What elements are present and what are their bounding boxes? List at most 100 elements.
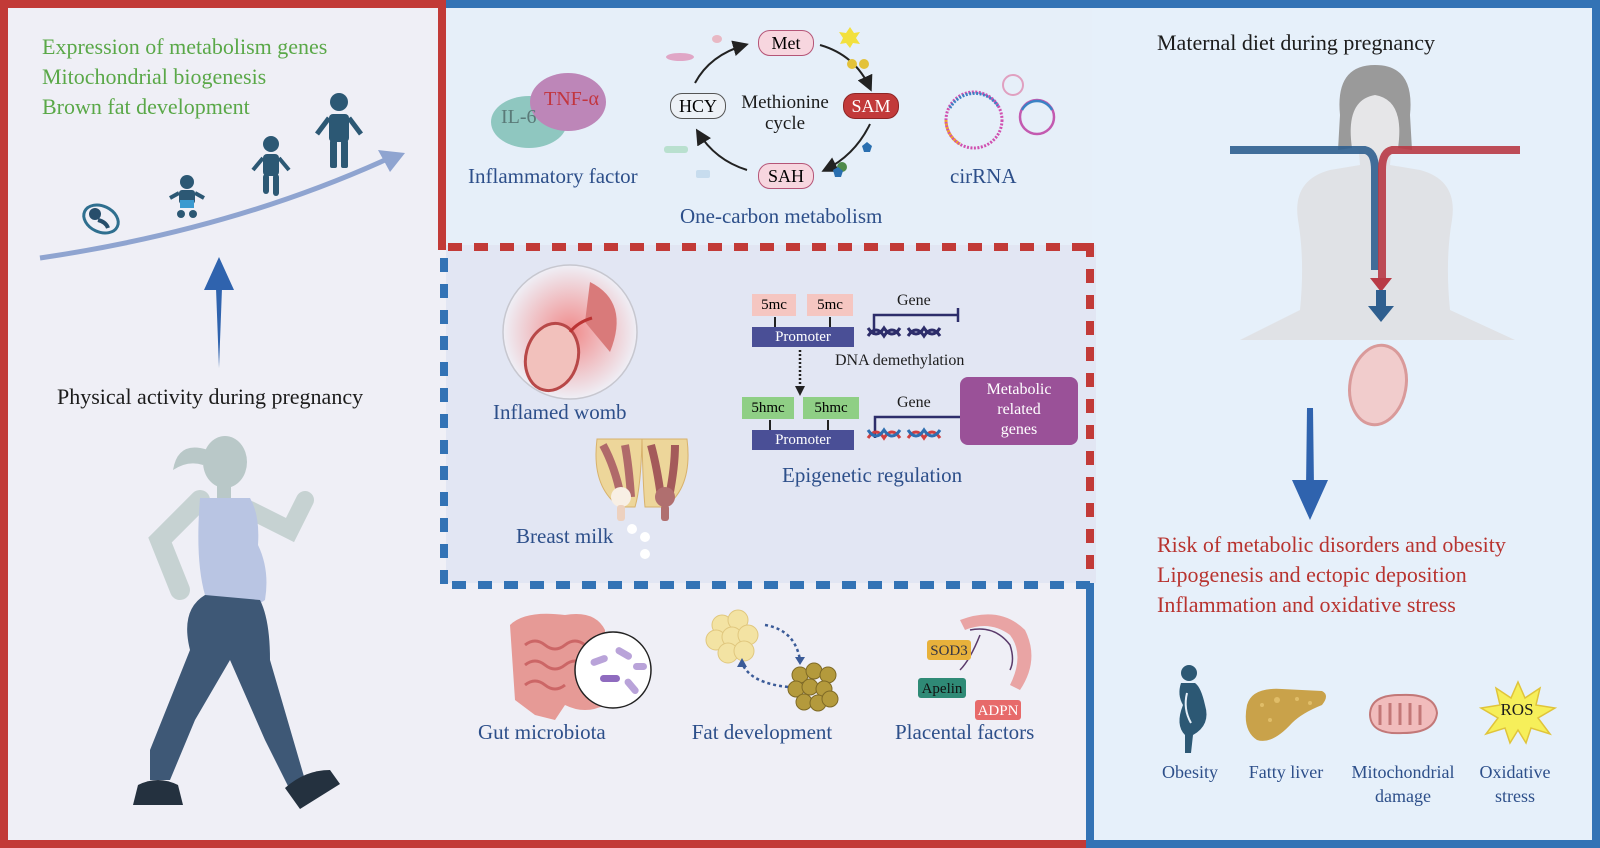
red-dashed-right: [1086, 243, 1094, 579]
breast-milk-label: Breast milk: [516, 524, 614, 548]
methyl-mark-5mc: 5mc: [807, 294, 853, 316]
diet-blue-arrowhead: [1368, 306, 1394, 322]
fat-development-label: Fat development: [691, 720, 833, 744]
water-chip: [696, 170, 710, 178]
risk-item: Lipogenesis and ectopic deposition: [1157, 562, 1467, 587]
outcome-obesity: Obesity: [1150, 760, 1230, 784]
epigenetic-connectors: [769, 308, 972, 441]
cofactor-chip: [712, 35, 722, 43]
breast-milk-icon: [595, 438, 689, 559]
adenosine-chip: [664, 146, 688, 153]
promoter-block-methylated: Promoter: [752, 327, 854, 347]
growth-arrowhead: [378, 150, 405, 172]
outcome-line: Obesity: [1162, 762, 1218, 782]
inflamed-womb-label: Inflamed womb: [493, 400, 627, 424]
maternal-diet-title: Maternal diet during pregnancy: [1157, 30, 1435, 55]
red-dashed-top: [448, 243, 1096, 251]
mitochondria-damage-icon: [1368, 693, 1439, 735]
gut-microbiota-label: Gut microbiota: [478, 720, 606, 744]
red-border-left: [0, 0, 8, 848]
outcome-line: Oxidative: [1479, 762, 1551, 782]
methionine-cycle-center-label: Methionine cycle: [735, 92, 835, 134]
one-carbon-metabolism-label: One-carbon metabolism: [680, 204, 883, 228]
target-box-line: Metabolic: [986, 381, 1052, 398]
methyl-mark-5mc: 5mc: [752, 294, 796, 316]
sah-node: SAH: [758, 163, 814, 189]
blue-border-top: [446, 0, 1600, 8]
tnf-ellipse: [530, 73, 606, 131]
benefit-item: Mitochondrial biogenesis: [42, 64, 267, 89]
blue-dashed-bottom: [452, 581, 1092, 589]
sod3-chip: SOD3: [927, 640, 971, 660]
red-border-top: [0, 0, 446, 8]
fatty-liver-icon: [1245, 688, 1326, 741]
blue-border-right: [1592, 0, 1600, 848]
fat-development-icon: [705, 609, 839, 712]
acceptor-product-icon: [833, 167, 843, 177]
outcome-mitochondrial-damage: Mitochondrial damage: [1338, 760, 1468, 808]
methionine-cycle-arrows: [664, 27, 873, 178]
inflamed-womb-icon: [502, 264, 638, 400]
tnf-alpha-label: TNF-α: [544, 88, 599, 110]
risk-item: Inflammation and oxidative stress: [1157, 592, 1456, 617]
fetus-in-womb-icon: [1348, 343, 1408, 427]
diet-red-arrowhead: [1370, 278, 1392, 292]
dna-strand-active-icon: [866, 427, 942, 441]
dotted-arrow-back: [740, 662, 789, 689]
hydroxymethyl-mark-5hmc: 5hmc: [742, 397, 794, 419]
pregnant-walker-icon: [133, 436, 340, 809]
child-icon: [251, 136, 291, 196]
maternal-body-icon: [1230, 65, 1520, 427]
placental-factors-label: Placental factors: [895, 720, 1035, 744]
hydroxymethyl-mark-5hmc: 5hmc: [803, 397, 859, 419]
dna-strand-icon: [866, 325, 942, 339]
down-arrow-icon: [1292, 408, 1328, 520]
outcome-line: Fatty liver: [1248, 762, 1324, 782]
arrow-sah-to-hcy: [695, 128, 748, 171]
growth-arrow: [39, 93, 405, 368]
arrow-hcy-to-met: [694, 40, 749, 84]
blue-dashed-left: [440, 258, 448, 588]
gene-label-active: Gene: [897, 394, 931, 411]
blue-border-bottom: [1086, 840, 1600, 848]
outcome-line: damage: [1375, 786, 1431, 806]
up-arrow-icon: [204, 257, 234, 368]
center-label-line: Methionine: [741, 92, 829, 113]
circrna-icon: [944, 74, 1056, 150]
physical-activity-caption: Physical activity during pregnancy: [57, 384, 364, 409]
dotted-arrow-forward: [764, 623, 802, 661]
gene-repressed-arrow: [872, 313, 958, 335]
benefit-item: Expression of metabolism genes: [42, 34, 328, 59]
inflammatory-factor-diagram: [491, 73, 606, 148]
center-label-line: cycle: [764, 113, 806, 134]
atp-star-icon: [839, 27, 860, 48]
outcome-line: Mitochondrial: [1351, 762, 1455, 782]
apelin-chip: Apelin: [918, 678, 966, 698]
ppi-chip: [847, 59, 857, 69]
target-box-line: related: [997, 401, 1041, 418]
red-border-bottom: [0, 840, 1092, 848]
methyl-acceptor-icon: [862, 142, 872, 152]
left-panel-bg: [0, 0, 440, 848]
il6-label: IL-6: [501, 106, 537, 128]
benefit-item: Brown fat development: [42, 94, 250, 119]
met-node: Met: [758, 30, 814, 56]
dna-demethylation-label: DNA demethylation: [835, 352, 965, 369]
benefits-list: Expression of metabolism genes Mitochond…: [42, 32, 327, 122]
risk-list: Risk of metabolic disorders and obesity …: [1157, 530, 1506, 620]
ros-star-icon: [1478, 680, 1558, 745]
metabolic-related-genes-box: Metabolic related genes: [960, 377, 1078, 445]
arrow-sam-to-sah: [821, 123, 871, 172]
risk-item: Risk of metabolic disorders and obesity: [1157, 532, 1506, 557]
gene-label-repressed: Gene: [897, 292, 931, 309]
target-box-line: genes: [1000, 421, 1038, 438]
promoter-block-demethylated: Promoter: [752, 430, 854, 450]
epigenetic-regulation-label: Epigenetic regulation: [782, 463, 963, 487]
adpn-chip: ADPN: [975, 700, 1021, 720]
circrna-label: cirRNA: [950, 164, 1017, 188]
pi-chip: [859, 59, 869, 69]
outcome-line: stress: [1495, 786, 1535, 806]
obesity-icon: [1179, 665, 1207, 753]
ros-label: ROS: [1500, 700, 1534, 719]
blue-border-inner-vertical: [1086, 583, 1094, 848]
